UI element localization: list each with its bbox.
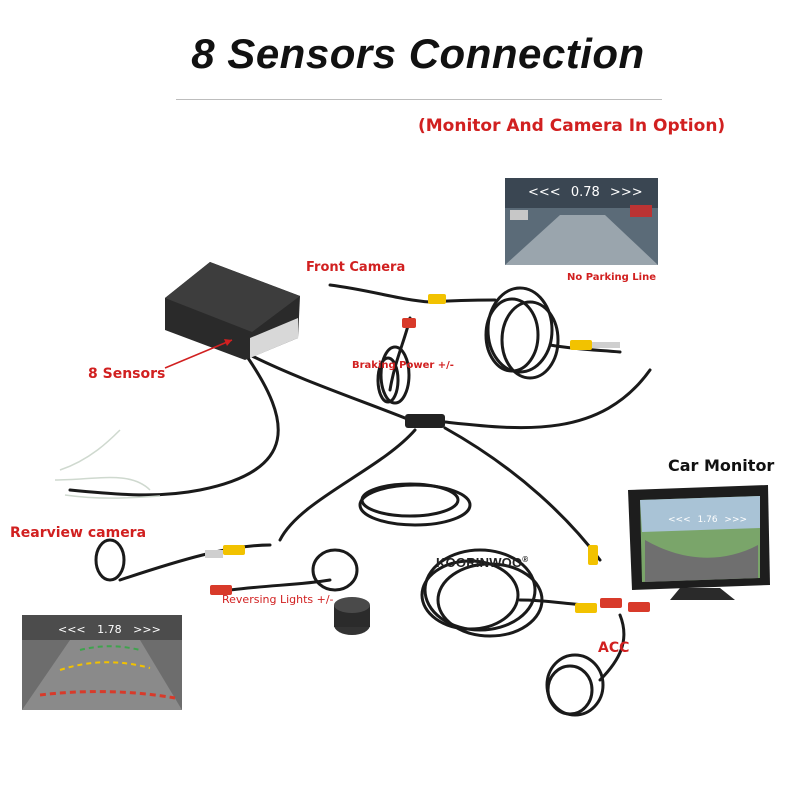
cables xyxy=(68,283,652,717)
car-monitor-label: Car Monitor xyxy=(668,456,775,475)
rca-connectors xyxy=(205,294,650,613)
bottom-preview-image xyxy=(22,615,182,710)
no-parking-line-label: No Parking Line xyxy=(567,272,656,283)
bottom-preview-left-arrows: <<< xyxy=(58,623,86,636)
braking-power-label: Braking Power +/- xyxy=(352,360,454,371)
monitor-right-arrows: >>> xyxy=(724,515,748,525)
brand-registered-mark: ® xyxy=(522,555,529,564)
bottom-preview-right-arrows: >>> xyxy=(133,623,161,636)
monitor-readout: <<< 1.76 >>> xyxy=(668,515,747,525)
title-divider xyxy=(176,99,662,100)
top-preview-readout: <<< 0.78 >>> xyxy=(528,185,643,200)
junction-box xyxy=(405,414,445,428)
top-preview-right-arrows: >>> xyxy=(609,185,643,200)
sensor-control-box xyxy=(165,262,300,360)
monitor-distance: 1.76 xyxy=(697,515,718,525)
front-camera-label: Front Camera xyxy=(306,260,406,275)
top-preview-distance: 0.78 xyxy=(570,185,600,200)
brand-name: KOORINWOO xyxy=(436,555,523,570)
acc-label: ACC xyxy=(598,640,630,656)
car-monitor xyxy=(628,485,770,600)
page-subtitle: (Monitor And Camera In Option) xyxy=(418,116,726,136)
monitor-left-arrows: <<< xyxy=(668,515,691,525)
top-preview-image xyxy=(505,178,658,265)
reversing-lights-label: Reversing Lights +/- xyxy=(222,593,334,606)
rearview-camera-label: Rearview camera xyxy=(10,525,147,541)
brand-logo: KOORINWOO® xyxy=(436,555,528,570)
bottom-preview-readout: <<< 1.78 >>> xyxy=(58,623,161,636)
bottom-preview-distance: 1.78 xyxy=(97,623,122,636)
power-wires xyxy=(54,429,161,499)
page-title: 8 Sensors Connection xyxy=(191,30,645,77)
top-preview-left-arrows: <<< xyxy=(528,185,561,200)
buzzer xyxy=(334,597,370,635)
eight-sensors-label: 8 Sensors xyxy=(88,366,166,382)
